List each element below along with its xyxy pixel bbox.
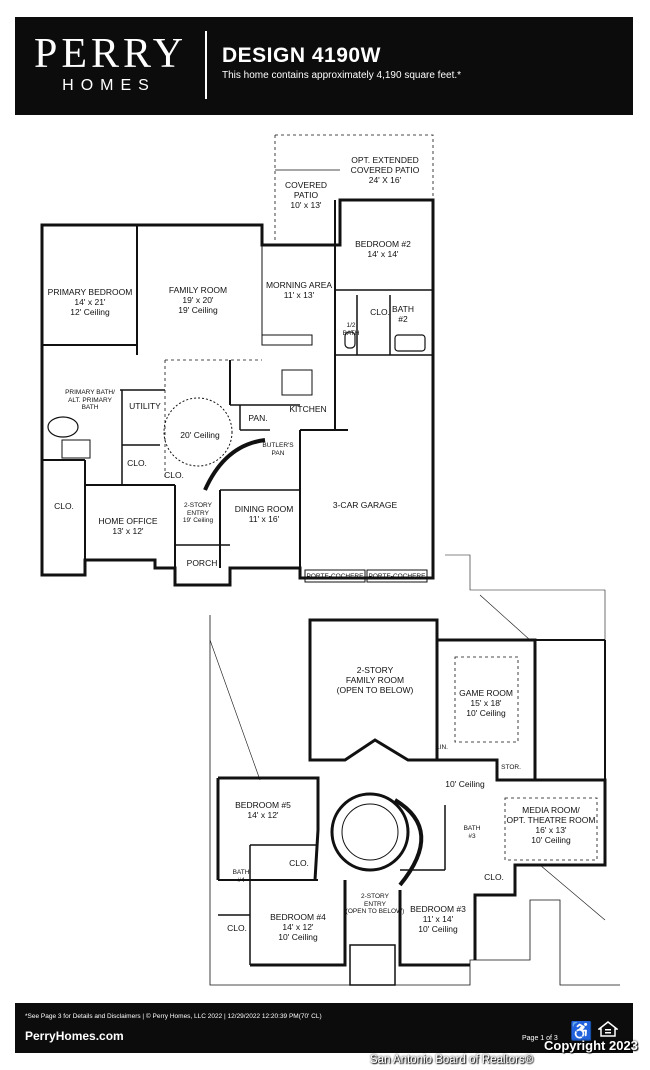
morning-area-label: MORNING AREA 11' x 13': [265, 280, 333, 300]
porte-cochere-label-1: PORTE-COCHERE: [306, 573, 364, 580]
page-number: Page 1 of 3: [522, 1035, 558, 1042]
storage-label: STOR.: [501, 764, 521, 771]
garage-label: 3-CAR GARAGE: [332, 500, 398, 510]
entry-label: 2-STORY ENTRY 19' Ceiling: [182, 502, 214, 524]
media-room-label: MEDIA ROOM/ OPT. THEATRE ROOM 16' x 13' …: [506, 805, 596, 845]
website-link[interactable]: PerryHomes.com: [25, 1029, 124, 1043]
design-title: DESIGN 4190W: [222, 44, 381, 67]
family-room-label: FAMILY ROOM 19' x 20' 19' Ceiling: [168, 285, 228, 315]
closet-label-b: CLO.: [164, 470, 184, 480]
closet-bed2-label: CLO.: [370, 307, 390, 317]
ceiling-20-label: 20' Ceiling: [180, 430, 220, 440]
pantry-label: PAN.: [248, 413, 268, 423]
ceiling-10-label: 10' Ceiling: [445, 779, 485, 789]
linen-label: LIN.: [436, 744, 448, 751]
bath-3-label: BATH #3: [463, 825, 481, 840]
design-subtitle: This home contains approximately 4,190 s…: [222, 70, 462, 81]
brand-logo-homes: HOMES: [62, 77, 156, 94]
home-office-label: HOME OFFICE 13' x 12': [98, 516, 158, 536]
primary-bedroom-label: PRIMARY BEDROOM 14' x 21' 12' Ceiling: [47, 287, 133, 317]
bedroom-5-label: BEDROOM #5 14' x 12': [235, 800, 291, 820]
bedroom-3-label: BEDROOM #3 11' x 14' 10' Ceiling: [410, 904, 466, 934]
game-room-label: GAME ROOM 15' x 18' 10' Ceiling: [459, 688, 513, 718]
primary-bath-label: PRIMARY BATH/ ALT. PRIMARY BATH: [65, 389, 115, 411]
bedroom-4-label: BEDROOM #4 14' x 12' 10' Ceiling: [270, 912, 326, 942]
closet-label-e: CLO.: [484, 872, 504, 882]
closet-label-a: CLO.: [127, 458, 147, 468]
porch-label: PORCH: [186, 558, 218, 568]
butlers-pantry-label: BUTLER'S PAN: [262, 442, 294, 457]
half-bath-label: 1/2 BATH: [342, 322, 360, 337]
footer-disclaimer: *See Page 3 for Details and Disclaimers …: [25, 1013, 322, 1020]
covered-patio-label: COVERED PATIO 10' x 13': [284, 180, 328, 210]
header-banner: PERRY HOMES DESIGN 4190W This home conta…: [15, 17, 633, 115]
copyright-overlay: Copyright 2023: [544, 1038, 638, 1053]
brand-logo-perry: PERRY: [34, 31, 188, 77]
bath-2-label: BATH #2: [391, 304, 415, 324]
closet-label-d: CLO.: [289, 858, 309, 868]
wheelchair-icon: ♿: [570, 1021, 593, 1041]
footer-banner: *See Page 3 for Details and Disclaimers …: [15, 1003, 633, 1053]
kitchen-label: KITCHEN: [289, 404, 327, 414]
equal-housing-icon: [598, 1021, 618, 1037]
bath-4-label: BATH #4: [232, 869, 250, 884]
floor-plan-drawing: [40, 134, 620, 986]
porte-cochere-label-2: PORTE-COCHERE: [368, 573, 426, 580]
entry-2-label: 2-STORY ENTRY (OPEN TO BELOW): [345, 893, 405, 915]
header-divider: [205, 31, 207, 99]
utility-label: UTILITY: [129, 401, 161, 411]
dining-room-label: DINING ROOM 11' x 16': [234, 504, 294, 524]
closet-label-c: CLO.: [54, 501, 74, 511]
opt-extended-patio-label: OPT. EXTENDED COVERED PATIO 24' X 16': [350, 155, 420, 185]
closet-label-f: CLO.: [227, 923, 247, 933]
family-room-2-label: 2-STORY FAMILY ROOM (OPEN TO BELOW): [336, 665, 414, 695]
bedroom-2-label: BEDROOM #2 14' x 14': [355, 239, 411, 259]
watermark-overlay: San Antonio Board of Realtors®: [370, 1054, 534, 1066]
